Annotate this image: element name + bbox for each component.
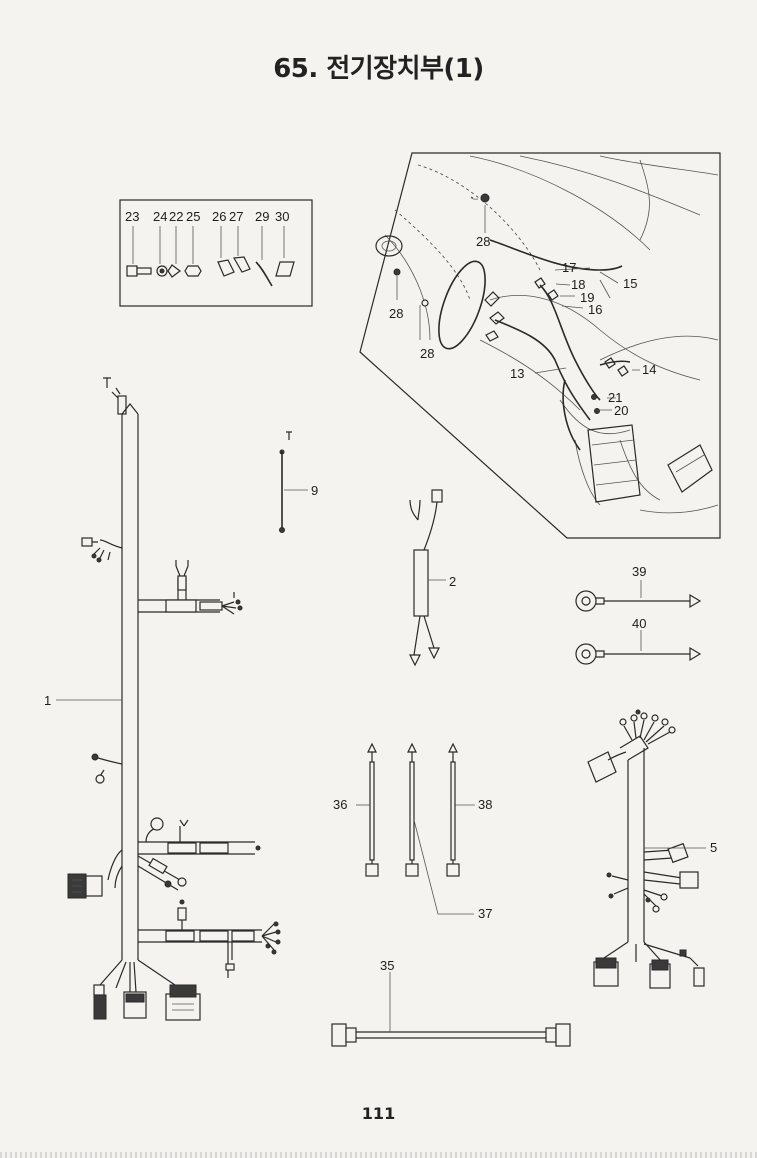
label-15: 15 (623, 276, 637, 291)
cap-icon (275, 261, 295, 277)
label-5: 5 (710, 840, 717, 855)
label-9: 9 (311, 483, 318, 498)
page-number: 111 (361, 1104, 396, 1123)
label-36: 36 (333, 797, 347, 812)
label-39: 39 (632, 564, 646, 579)
label-23: 23 (125, 209, 139, 224)
wire-37: 37 (405, 742, 492, 921)
label-37: 37 (478, 906, 492, 921)
wire-36: 36 (333, 742, 379, 877)
label-14: 14 (642, 362, 656, 377)
wire-38: 38 (446, 742, 492, 877)
steering-wheel-icon (438, 260, 486, 350)
headlight-left-icon (375, 235, 403, 257)
label-13: 13 (510, 366, 524, 381)
hardware-inset-frame (119, 199, 313, 307)
label-26: 26 (212, 209, 226, 224)
label-18: 18 (571, 277, 585, 292)
lock-washer-icon (167, 264, 181, 278)
main-harness: 1 (44, 377, 281, 1021)
label-24: 24 (153, 209, 167, 224)
nut-icon (184, 265, 202, 277)
label-20: 20 (614, 403, 628, 418)
label-21: 21 (608, 390, 622, 405)
label-17: 17 (562, 260, 576, 275)
terminal-icon (233, 256, 251, 273)
cable-35: 35 (331, 958, 571, 1047)
cable-40: 40 (575, 616, 702, 665)
label-29: 29 (255, 209, 269, 224)
label-35: 35 (380, 958, 394, 973)
scan-edge (0, 1152, 757, 1158)
bolt-icon (126, 265, 152, 277)
clip-icon (217, 259, 235, 277)
label-1: 1 (44, 693, 51, 708)
label-30: 30 (275, 209, 289, 224)
label-22: 22 (169, 209, 183, 224)
label-2: 2 (449, 574, 456, 589)
vehicle-inset-frame (359, 152, 721, 539)
band-icon (255, 261, 273, 287)
label-40: 40 (632, 616, 646, 631)
hardware-inset: 23 24 22 25 26 27 29 30 (119, 199, 313, 307)
label-19: 19 (580, 290, 594, 305)
label-16: 16 (588, 302, 602, 317)
label-25: 25 (186, 209, 200, 224)
cable-9: 9 (279, 431, 318, 533)
harness-5: 5 (587, 709, 717, 989)
vehicle-inset: 28 28 28 17 18 19 16 15 13 14 21 20 (359, 152, 721, 539)
page-title: 65. 전기장치부(1) (273, 54, 484, 84)
cable-2: 2 (409, 489, 456, 667)
label-28-left: 28 (389, 306, 403, 321)
label-38: 38 (478, 797, 492, 812)
cable-39: 39 (575, 564, 702, 612)
label-28-bottom: 28 (420, 346, 434, 361)
label-27: 27 (229, 209, 243, 224)
battery-box-icon (587, 424, 641, 503)
label-28-top: 28 (476, 234, 490, 249)
